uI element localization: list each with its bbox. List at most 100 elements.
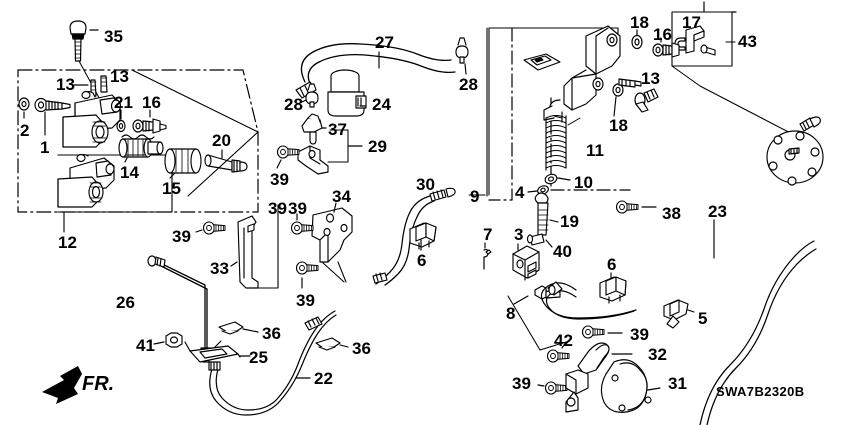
caution-label-icon (523, 53, 561, 71)
callout-28-a: 28 (284, 95, 303, 114)
callout-39-a: 39 (268, 199, 287, 218)
part-16-valve (132, 109, 167, 134)
callout-38: 38 (662, 204, 681, 223)
callout-1: 1 (40, 138, 50, 157)
part-15-boot (164, 148, 202, 179)
part-20-pushrod (204, 149, 248, 173)
part-1-bolt (34, 97, 71, 136)
callout-6-b: 6 (607, 255, 617, 274)
callout-19: 19 (560, 212, 579, 231)
master-cylinder-lower-detail (57, 153, 115, 208)
part-5-clip (663, 299, 695, 329)
part-38-bolt (615, 200, 657, 214)
callout-9: 9 (470, 187, 480, 206)
part-34-bracket (311, 202, 353, 263)
callout-13-b: 13 (110, 67, 129, 86)
part-2-washer (18, 97, 30, 119)
part-32-lever (565, 342, 633, 413)
part-7-pin (483, 242, 492, 270)
callout-29: 29 (368, 137, 387, 156)
clutch-master-cylinder-right (543, 25, 621, 123)
callout-12: 12 (58, 233, 77, 252)
part-3-clevis (512, 243, 540, 281)
fr-arrow-icon: FR. (42, 366, 114, 404)
callout-39-c: 39 (270, 170, 289, 189)
part-39-bolt-34b (295, 261, 319, 289)
part-22-hose (208, 310, 337, 416)
callout-16-b: 16 (653, 25, 672, 44)
part-6-clip-center (409, 222, 437, 251)
callout-36-a: 36 (262, 324, 281, 343)
callout-21: 21 (114, 93, 133, 112)
part-39-bolt-lower-a (581, 325, 623, 339)
callout-36-b: 36 (352, 339, 371, 358)
front-direction-marker: FR. (30, 362, 140, 408)
callout-6-a: 6 (417, 251, 427, 270)
part-39-bolt-29 (276, 145, 300, 169)
callout-41: 41 (136, 336, 155, 355)
part-30-pipe (372, 187, 456, 286)
part-11-spring (545, 115, 581, 171)
part-36-clip-left (218, 321, 259, 335)
callout-27: 27 (375, 33, 394, 52)
part-16-valve-right (652, 37, 680, 58)
part-35-bolt (69, 20, 99, 62)
diagram-code: SWA7B2320B (716, 384, 805, 399)
part-39-bolt-33 (195, 221, 226, 235)
callout-23: 23 (708, 202, 727, 221)
part-13-pins (71, 75, 108, 97)
callout-8: 8 (506, 304, 516, 323)
part-19-pushrod (534, 192, 559, 236)
part-25-clip (184, 340, 251, 363)
part-6-clip-right (599, 272, 627, 304)
part-18-washer-a (631, 29, 643, 50)
part-21-ring (116, 109, 126, 133)
callout-25: 25 (249, 348, 268, 367)
callout-5: 5 (698, 309, 708, 328)
callout-11: 11 (586, 141, 604, 160)
part-39-bolt-34a (290, 213, 314, 235)
part-37-grommet (301, 113, 327, 145)
callout-24: 24 (372, 95, 391, 114)
callout-32: 32 (648, 345, 667, 364)
part-23-pipe (699, 116, 824, 425)
callout-40: 40 (553, 242, 572, 261)
callout-14: 14 (120, 163, 139, 182)
callout-39-b: 39 (172, 227, 191, 246)
callout-10: 10 (574, 173, 593, 192)
callout-31: 31 (668, 374, 687, 393)
part-24-reservoir (327, 69, 367, 117)
callout-13-c: 13 (641, 69, 660, 88)
callout-18-a: 18 (630, 13, 649, 32)
callout-39-e: 39 (296, 291, 315, 310)
callout-7: 7 (483, 225, 493, 244)
callout-16-a: 16 (142, 93, 161, 112)
callout-39-d: 39 (288, 199, 307, 218)
part-41-nut (153, 332, 183, 348)
fr-label: FR. (82, 373, 114, 395)
callout-33: 33 (210, 259, 229, 278)
callout-3: 3 (514, 225, 524, 244)
part-36-clip-right (315, 337, 349, 351)
part-16-side-valve (634, 88, 659, 113)
callout-42: 42 (554, 331, 573, 350)
part-14-boot (118, 134, 164, 163)
part-18-washer-b (612, 83, 624, 117)
part-13-pins-right (618, 78, 642, 88)
callout-15: 15 (162, 179, 181, 198)
part-28-clip-left (299, 83, 319, 108)
callout-17: 17 (682, 13, 701, 32)
part-33-bracket (230, 215, 259, 289)
callout-28-b: 28 (459, 75, 478, 94)
part-40-spacer (526, 233, 553, 248)
part-31-cover (600, 359, 661, 413)
callout-2: 2 (20, 121, 30, 140)
part-39-bolt-lower-b (537, 381, 568, 395)
master-cylinder-upper (62, 90, 122, 148)
callout-35: 35 (104, 27, 123, 46)
callout-13-a: 13 (56, 75, 75, 94)
callout-34: 34 (332, 187, 351, 206)
callout-39-g: 39 (512, 374, 531, 393)
